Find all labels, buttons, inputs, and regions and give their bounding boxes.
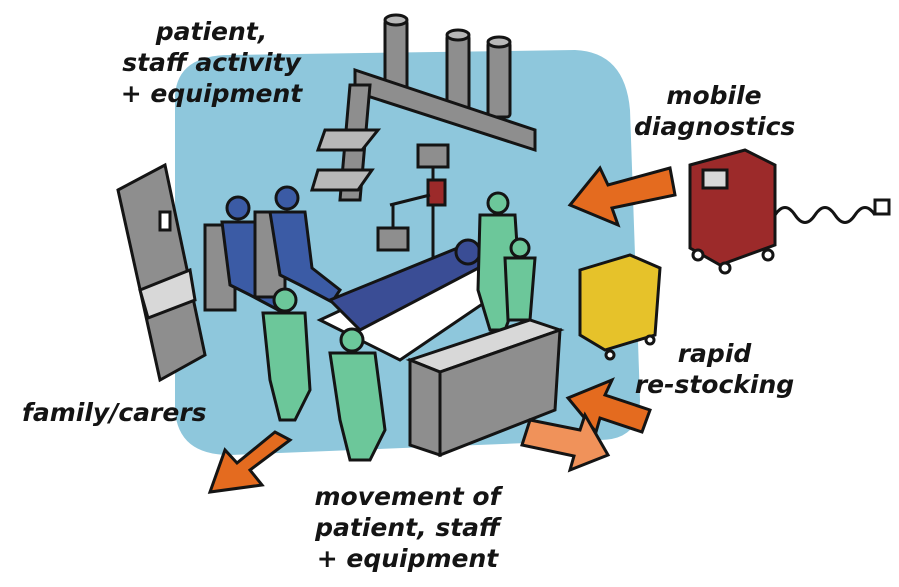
label-line: movement of xyxy=(314,482,501,511)
label-rapid-restocking: rapid re-stocking xyxy=(622,338,807,400)
sink-unit xyxy=(116,162,207,383)
label-staff-activity: patient, staff activity + equipment xyxy=(104,16,319,109)
ceiling-pendant xyxy=(309,13,537,202)
staff-figures xyxy=(261,191,537,462)
arrow-diagnostics-in xyxy=(567,165,677,228)
label-line: diagnostics xyxy=(634,112,796,141)
monitor-arm xyxy=(376,143,450,260)
label-line: re-stocking xyxy=(634,370,795,399)
label-family-carers: family/carers xyxy=(22,397,207,428)
label-line: + equipment xyxy=(120,79,303,108)
label-line: staff activity xyxy=(122,48,301,77)
label-line: mobile xyxy=(666,81,762,110)
label-line: patient, staff xyxy=(315,513,500,542)
supply-cart xyxy=(578,253,662,361)
patient-bed xyxy=(316,238,529,362)
label-line: rapid xyxy=(677,339,752,368)
arrow-movement-out xyxy=(520,411,611,473)
label-mobile-diagnostics: mobile diagnostics xyxy=(634,80,796,142)
diagnostics-machine xyxy=(688,148,891,275)
trolley xyxy=(405,318,565,458)
label-line: patient, xyxy=(155,17,268,46)
label-line: family/carers xyxy=(22,398,207,427)
label-line: + equipment xyxy=(316,544,499,573)
family-figures xyxy=(203,185,343,314)
label-movement: movement of patient, staff + equipment xyxy=(300,481,515,574)
arrow-family-out xyxy=(207,430,293,494)
